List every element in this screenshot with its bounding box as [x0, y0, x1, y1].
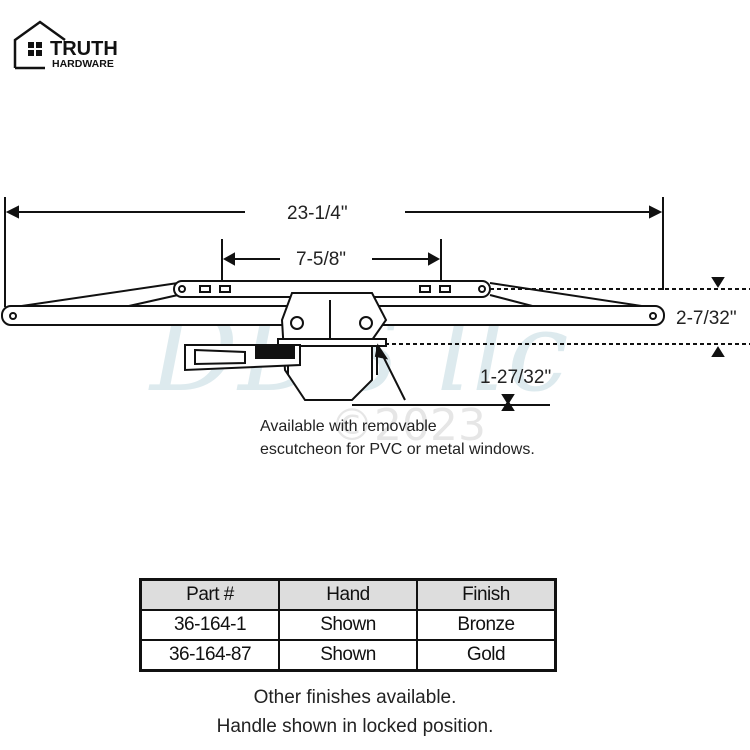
- operator-arms: [1, 280, 665, 401]
- table-row: 36-164-1 Shown Bronze: [139, 609, 557, 641]
- callout-line1: Available with removable: [260, 418, 437, 435]
- cell-finish: Gold: [416, 639, 557, 672]
- svg-text:©2023: ©2023: [330, 400, 486, 451]
- callout-line2: escutcheon for PVC or metal windows.: [260, 441, 535, 458]
- cell-hand: Shown: [278, 609, 418, 641]
- cell-part: 36-164-1: [139, 609, 280, 641]
- header-hand: Hand: [278, 578, 418, 611]
- truth-hardware-logo: TRUTH HARDWARE: [13, 20, 118, 70]
- header-finish: Finish: [416, 578, 557, 611]
- table-header-row: Part # Hand Finish: [139, 578, 557, 611]
- logo-text: TRUTH: [50, 38, 118, 60]
- height-label: 2-7/32": [676, 308, 737, 329]
- depth-label: 1-27/32": [480, 367, 551, 388]
- center-span-label: 7-5/8": [296, 249, 346, 270]
- cell-hand: Shown: [278, 639, 418, 672]
- cell-finish: Bronze: [416, 609, 557, 641]
- table-row: 36-164-87 Shown Gold: [139, 639, 557, 672]
- footer-note-finishes: Other finishes available.: [253, 687, 457, 708]
- cell-part: 36-164-87: [139, 639, 280, 672]
- header-part: Part #: [139, 578, 280, 611]
- parts-table: Part # Hand Finish 36-164-1 Shown Bronze…: [139, 578, 557, 672]
- footer-note-handle: Handle shown in locked position.: [216, 716, 494, 737]
- logo-subtext: HARDWARE: [52, 58, 114, 70]
- overall-length-label: 23-1/4": [287, 203, 348, 224]
